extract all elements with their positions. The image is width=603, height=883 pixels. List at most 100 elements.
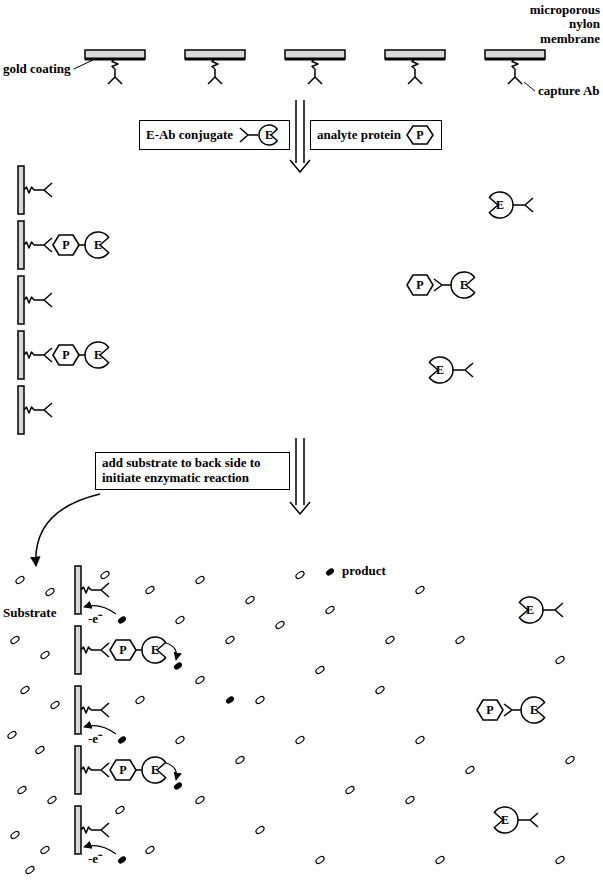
leader-line	[524, 82, 535, 91]
bond	[136, 769, 142, 771]
double-arrow-head	[290, 160, 310, 172]
enzyme	[85, 342, 109, 368]
capture-antibody	[108, 69, 122, 84]
substrate-molecule	[145, 585, 155, 594]
substrate-molecule	[235, 755, 245, 764]
substrate-molecule	[315, 855, 325, 864]
substrate-molecule	[45, 587, 55, 596]
product-molecule	[173, 781, 184, 791]
substrate-molecule	[405, 795, 415, 804]
double-arrow-shaft	[296, 100, 304, 163]
membrane-segment	[75, 686, 81, 734]
electron-label: -e⁻	[88, 852, 102, 866]
product-molecule	[117, 855, 128, 865]
linker	[81, 767, 91, 773]
substrate-molecule	[415, 735, 425, 744]
capture-antibody	[208, 69, 222, 84]
substrate-molecule	[415, 585, 425, 594]
membrane-segment	[385, 50, 445, 59]
substrate-molecule	[375, 685, 385, 694]
linker	[512, 59, 518, 69]
capture-antibody	[91, 583, 109, 597]
substrate-molecule	[50, 700, 60, 709]
analyte-protein	[407, 275, 433, 295]
symbol-letter: E	[94, 349, 102, 361]
reagent-box: E-Ab conjugateE	[139, 120, 290, 150]
substrate-molecule	[255, 825, 265, 834]
membrane-segment	[285, 50, 345, 59]
part-label: capture Ab	[538, 84, 600, 98]
substrate-molecule	[20, 685, 30, 694]
product-molecule	[117, 735, 128, 745]
part-label: Substrate	[3, 606, 56, 620]
symbol-letter: E	[501, 814, 509, 826]
substrate-molecule	[40, 650, 50, 659]
product-molecule	[225, 695, 236, 705]
linker	[81, 827, 91, 833]
capture-antibody	[34, 183, 52, 197]
capture-antibody	[408, 69, 422, 84]
bond	[518, 819, 520, 821]
reaction-arrow	[166, 763, 177, 780]
membrane-segment	[85, 50, 145, 59]
membrane-segment	[18, 276, 24, 324]
substrate-molecule	[175, 735, 185, 744]
membrane-segment	[18, 166, 24, 214]
substrate-molecule	[10, 830, 20, 839]
substrate-molecule	[455, 635, 465, 644]
enzyme	[259, 125, 277, 145]
symbol-letter: P	[119, 764, 126, 776]
reaction-arrow	[166, 643, 177, 660]
membrane-segment	[75, 806, 81, 854]
enzyme	[494, 807, 518, 833]
analyte-protein	[407, 126, 433, 144]
electron-label: -e⁻	[88, 612, 102, 626]
conjugate-antibody	[240, 128, 258, 142]
bond	[79, 244, 85, 246]
part-label: gold coating	[3, 62, 71, 76]
linker	[24, 187, 34, 193]
linker	[412, 59, 418, 69]
capture-antibody	[508, 69, 522, 84]
substrate-molecule	[7, 730, 17, 739]
icon-drawing	[237, 124, 283, 146]
substrate-molecule	[295, 735, 305, 744]
analyte-protein	[110, 640, 136, 660]
bond	[513, 204, 515, 206]
conjugate-antibody	[455, 363, 473, 377]
step-box: add substrate to back side to initiate e…	[95, 452, 290, 490]
symbol-letter: P	[62, 239, 69, 251]
capture-antibody	[34, 238, 52, 252]
enzyme	[429, 357, 453, 383]
product-molecule	[173, 661, 184, 671]
substrate-molecule	[385, 635, 395, 644]
membrane-segment	[485, 50, 545, 59]
linker	[24, 297, 34, 303]
double-arrow-head	[290, 502, 310, 514]
electron-label: -e⁻	[88, 732, 102, 746]
analyte-protein	[53, 235, 79, 255]
product-molecule	[325, 567, 336, 577]
conjugate-antibody	[520, 813, 538, 827]
part-label: microporous nylon membrane	[516, 3, 600, 46]
substrate-molecule	[465, 765, 475, 774]
enzyme	[519, 597, 543, 623]
capture-antibody	[91, 643, 109, 657]
linker	[212, 59, 218, 69]
linker	[24, 242, 34, 248]
substrate-molecule	[175, 615, 185, 624]
box-text: E-Ab conjugate	[146, 128, 233, 143]
substrate-molecule	[435, 855, 445, 864]
substrate-molecule	[565, 755, 575, 764]
capture-antibody	[91, 823, 109, 837]
linker	[81, 707, 91, 713]
bond	[453, 369, 455, 371]
linker	[24, 407, 34, 413]
substrate-molecule	[195, 575, 205, 584]
symbol-letter: P	[416, 129, 423, 141]
conjugate-antibody	[515, 198, 533, 212]
substrate-molecule	[555, 855, 565, 864]
capture-antibody	[91, 763, 109, 777]
capture-antibody	[91, 703, 109, 717]
